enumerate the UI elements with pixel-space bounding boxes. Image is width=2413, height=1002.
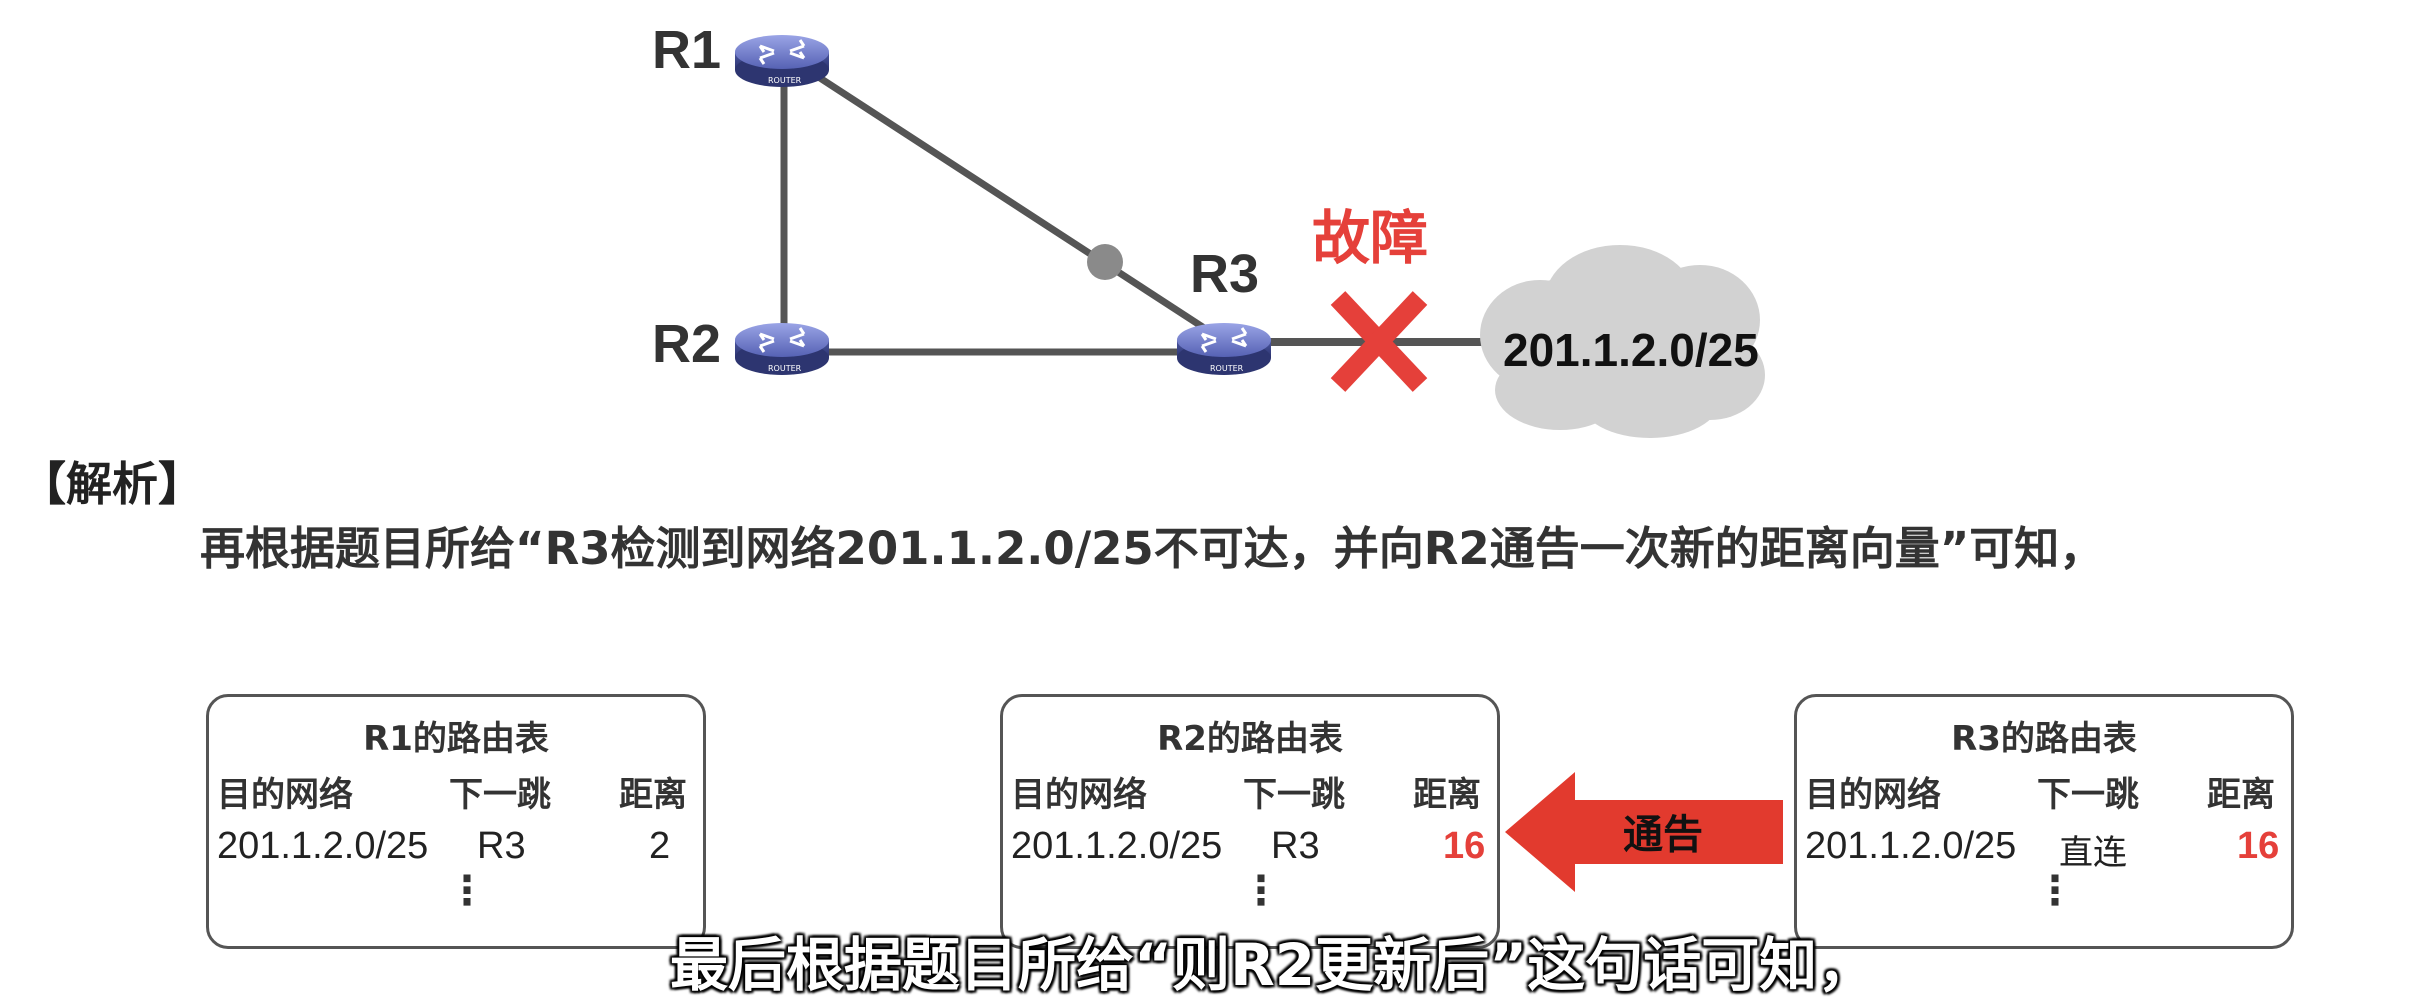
router-label-r2: R2: [652, 314, 721, 374]
header-next-hop: 下一跳: [449, 775, 551, 815]
more-rows-ellipsis: ⋮: [1241, 868, 1281, 914]
arrow-label: 通告: [1623, 812, 1703, 858]
router-label-r3: R3: [1190, 244, 1259, 304]
more-rows-ellipsis: ⋮: [447, 868, 487, 914]
link-r1-r3: [798, 62, 1217, 338]
router-label-r1: R1: [652, 20, 721, 80]
header-destination: 目的网络: [1011, 775, 1147, 815]
cell-distance: 16: [1443, 825, 1486, 867]
cell-distance: 16: [2237, 825, 2280, 867]
router-icon: [1200, 327, 1248, 353]
header-distance: 距离: [2207, 775, 2275, 815]
cell-next-hop: R3: [477, 825, 526, 867]
routing-table-r2: R2的路由表 目的网络 下一跳 距离 201.1.2.0/25 R3 16 ⋮: [1000, 694, 1500, 949]
left-arrow-icon: [1505, 772, 1783, 892]
analysis-heading: 【解析】: [20, 457, 204, 511]
router-icon-text: ROUTER: [768, 364, 802, 373]
video-subtitle: 最后根据题目所给“则R2更新后”这句话可知，: [670, 931, 1876, 999]
router-icon-text: ROUTER: [768, 76, 802, 85]
router-icon: [758, 39, 806, 65]
router-r3[interactable]: ROUTER: [1177, 323, 1271, 375]
table-title: R3的路由表: [1951, 719, 2137, 759]
router-icon-text: ROUTER: [1210, 364, 1244, 373]
fault-cross-icon: [1330, 291, 1428, 392]
network-cloud: [1480, 245, 1765, 438]
cell-next-hop: R3: [1271, 825, 1320, 867]
router-r2[interactable]: ROUTER: [735, 323, 829, 375]
header-next-hop: 下一跳: [2037, 775, 2139, 815]
routing-table-r3: R3的路由表 目的网络 下一跳 距离 201.1.2.0/25 直连 16 ⋮: [1794, 694, 2294, 949]
table-title: R1的路由表: [363, 719, 549, 759]
network-topology: 201.1.2.0/25 故障 ROUTER R1 ROUTER R2: [652, 20, 1765, 438]
routing-table-r1: R1的路由表 目的网络 下一跳 距离 201.1.2.0/25 R3 2 ⋮: [206, 694, 706, 949]
link-marker-dot: [1087, 244, 1123, 280]
cell-network: 201.1.2.0/25: [1011, 825, 1223, 867]
cell-distance: 2: [649, 825, 671, 867]
table-title: R2的路由表: [1157, 719, 1343, 759]
cell-network: 201.1.2.0/25: [217, 825, 429, 867]
header-distance: 距离: [619, 775, 687, 815]
cell-network: 201.1.2.0/25: [1805, 825, 2017, 867]
header-next-hop: 下一跳: [1243, 775, 1345, 815]
header-destination: 目的网络: [217, 775, 353, 815]
announce-arrow: 通告: [1505, 772, 1783, 892]
header-distance: 距离: [1413, 775, 1481, 815]
fault-label: 故障: [1312, 204, 1428, 272]
router-r1[interactable]: ROUTER: [735, 35, 829, 87]
analysis-text: 再根据题目所给“R3检测到网络201.1.2.0/25不可达，并向R2通告一次新…: [200, 522, 2105, 575]
cell-next-hop: 直连: [2059, 833, 2127, 873]
network-label: 201.1.2.0/25: [1503, 324, 1759, 376]
header-destination: 目的网络: [1805, 775, 1941, 815]
more-rows-ellipsis: ⋮: [2035, 868, 2075, 914]
router-icon: [758, 327, 806, 353]
